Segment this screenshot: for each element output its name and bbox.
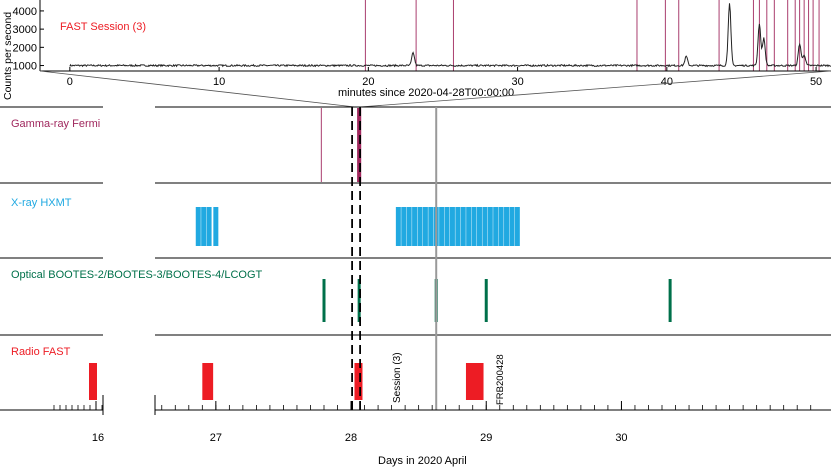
- zoom-line-left: [39, 70, 356, 108]
- panel-label-optical: Optical BOOTES-2/BOOTES-3/BOOTES-4/LCOGT: [11, 269, 263, 281]
- top-x-tick-label: 20: [362, 76, 374, 88]
- top-x-tick-label: 50: [810, 76, 822, 88]
- top-y-tick-label: 3000: [13, 24, 37, 36]
- session-and-frb-markers: [351, 107, 438, 410]
- top-y-tick-label: 2000: [13, 42, 37, 54]
- panel-label-radio: Radio FAST: [11, 346, 71, 358]
- bottom-tick-label: 16: [92, 432, 104, 444]
- bottom-tick-label: 30: [615, 432, 627, 444]
- instrument-panels: [0, 106, 831, 400]
- top-x-tick-label: 40: [661, 76, 673, 88]
- top-x-ticks: 0 10 20 30 40 50: [67, 67, 822, 88]
- observation-segment: [354, 363, 363, 400]
- session-label: Session (3): [392, 352, 403, 403]
- observation-segment: [465, 363, 484, 400]
- observation-segment: [89, 363, 97, 400]
- bottom-tick-label: 28: [345, 432, 357, 444]
- top-x-tick-label: 10: [213, 76, 225, 88]
- fermi-burst-lines: [364, 0, 820, 71]
- top-y-ticks: 1000 2000 3000 4000: [13, 6, 44, 73]
- top-y-axis-label: Counts per second: [2, 12, 14, 100]
- top-y-tick-label: 1000: [13, 61, 37, 73]
- top-x-tick-label: 30: [511, 76, 523, 88]
- panel-label-gamma: Gamma-ray Fermi: [11, 118, 100, 130]
- observation-segment: [202, 363, 214, 400]
- top-y-tick-label: 4000: [13, 6, 37, 18]
- fast-count-rate-curve: [69, 3, 831, 68]
- bottom-tick-label: 27: [210, 432, 222, 444]
- bottom-x-axis: 27 28 29 30 16: [0, 395, 831, 444]
- top-x-tick-label: 0: [67, 76, 73, 88]
- bottom-x-axis-label: Days in 2020 April: [378, 455, 467, 467]
- top-panel-label: FAST Session (3): [60, 21, 146, 33]
- zoom-connector-lines: [39, 70, 831, 108]
- top-x-axis-label: minutes since 2020-04-28T00:00:00: [338, 87, 514, 99]
- panel-label-xray: X-ray HXMT: [11, 197, 72, 209]
- frb-label: FRB200428: [495, 354, 506, 405]
- fast-session-lightcurve-panel: 0 10 20 30 40 50 1000 2000 3000 4000 FAST Sessio…: [2, 0, 831, 100]
- bottom-tick-label: 29: [480, 432, 492, 444]
- zoom-line-right: [359, 70, 831, 108]
